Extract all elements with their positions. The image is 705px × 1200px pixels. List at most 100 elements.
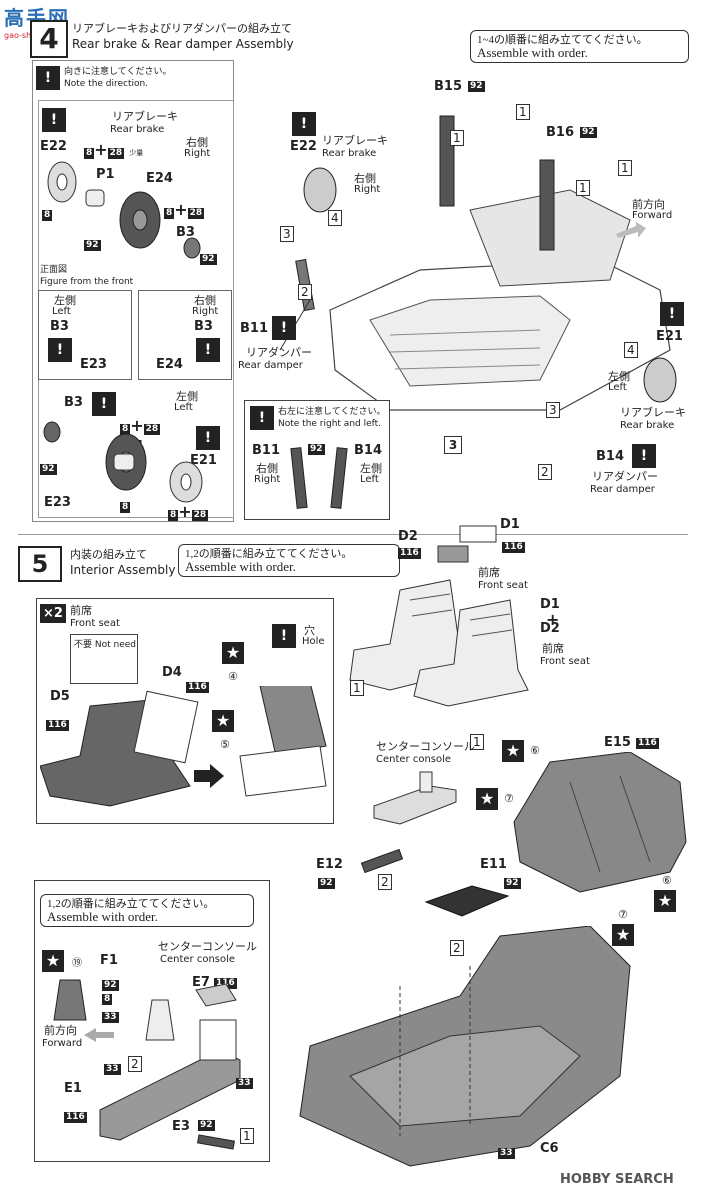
paint-92-b15: 92	[468, 81, 485, 92]
lr-note-jp: 右左に注意してください。	[278, 407, 386, 417]
paint-116-e15: 116	[636, 738, 659, 749]
paint-8-box: 8	[42, 210, 53, 221]
e12-part-drawing	[360, 848, 404, 874]
order5-jp: 1,2の順番に組み立ててください。	[185, 548, 353, 560]
step-1-front-seat-a: 1	[350, 680, 364, 696]
forward-arrow-icon	[616, 222, 646, 238]
part-e22: E22	[40, 139, 67, 154]
right-label-en: Right	[184, 148, 211, 159]
order-en: Assemble with order.	[477, 45, 588, 60]
paint-116-d2: 116	[398, 548, 421, 559]
front-seat-right-jp: 前席	[542, 642, 564, 655]
front-seat-en: Front seat	[70, 618, 120, 629]
step5-title-jp: 内装の組み立て	[70, 548, 147, 561]
rear-suspension-drawing	[279, 115, 677, 411]
left-main-jp: 左側	[608, 370, 630, 383]
paint-33-e1-a: 33	[104, 1064, 121, 1075]
hole-jp: 穴	[304, 624, 315, 637]
brake-label-en: Rear brake	[110, 124, 165, 135]
part-e23-bottom: E23	[44, 495, 71, 510]
forward-jp-5: 前方向	[44, 1024, 77, 1037]
paint-92-f1: 92	[102, 980, 119, 991]
console-order-callout: 1,2の順番に組み立ててください。 Assemble with order.	[40, 894, 254, 927]
step5-number: 5	[18, 546, 62, 582]
decal-5: ⑤	[220, 738, 230, 751]
damper-jp-right: リアダンパー	[246, 346, 312, 359]
left-lr-en: Left	[360, 474, 379, 485]
part-e21-main: E21	[656, 329, 683, 344]
paint-33-f1: 33	[102, 1012, 119, 1023]
paint-92-e11: 92	[504, 878, 521, 889]
step-2-left: 2	[538, 464, 552, 480]
glue-icon-e22-main: !	[292, 112, 316, 136]
forward-en-5: Forward	[42, 1038, 83, 1049]
part-e12: E12	[316, 857, 343, 872]
direction-en: Note the direction.	[64, 79, 149, 89]
step5-order-callout: 1,2の順番に組み立ててください。 Assemble with order.	[178, 544, 400, 577]
center-console-drawing	[373, 771, 457, 825]
front-view-en: Figure from the front	[40, 277, 134, 287]
part-b14-box: B14	[354, 443, 382, 458]
part-d1-right: D1	[540, 597, 560, 612]
part-d2-top: D2	[398, 529, 418, 544]
step-1-b15-a: 1	[450, 130, 464, 146]
left-main-en: Left	[608, 382, 627, 393]
paint-116-d5: 116	[46, 720, 69, 731]
decal-star-icon-e: ★	[654, 890, 676, 912]
order5b-en: Assemble with order.	[47, 909, 158, 924]
decal-6-b: ⑥	[662, 874, 672, 887]
glue-icon-b11: !	[272, 316, 296, 340]
decal-star-icon-d: ★	[476, 788, 498, 810]
forward-jp-4: 前方向	[632, 198, 665, 211]
section-divider	[18, 534, 688, 535]
brake-main-en: Rear brake	[322, 148, 377, 159]
right-main-en: Right	[354, 184, 381, 195]
step4-title-jp: リアブレーキおよびリアダンパーの組み立て	[72, 22, 292, 35]
paint-8-d: 8	[120, 502, 131, 513]
direction-jp: 向きに注意してください。	[64, 67, 172, 77]
paint-92-a: 92	[84, 240, 101, 251]
part-e11: E11	[480, 857, 507, 872]
hobby-search-watermark: HOBBY SEARCH	[560, 1172, 674, 1187]
not-need-label: 不要 Not need	[74, 640, 137, 650]
rear-seat-drawing	[513, 752, 687, 893]
order5b-jp: 1,2の順番に組み立ててください。	[47, 898, 215, 910]
part-e24-view: E24	[156, 357, 183, 372]
forward-en-4: Forward	[632, 210, 673, 221]
caution-icon-lr: !	[250, 406, 274, 430]
not-need-box	[70, 634, 138, 684]
front-seats-drawing	[349, 525, 529, 707]
brake-left-jp: リアブレーキ	[620, 406, 686, 419]
e3-part-drawing	[196, 1134, 236, 1150]
glue-icon-hole: !	[272, 624, 296, 648]
front-seat-jp: 前席	[70, 604, 92, 617]
part-b3-top: B3	[176, 225, 195, 240]
step-2-right: 2	[298, 284, 312, 300]
front-seat-drawing	[40, 686, 327, 807]
part-p1: P1	[96, 167, 115, 182]
left-label-en-a: Left	[52, 306, 71, 317]
front-seat-right-en: Front seat	[540, 656, 590, 667]
step-3-left: 3	[546, 402, 560, 418]
part-e3: E3	[172, 1119, 190, 1134]
paint-116-e7: 116	[214, 978, 237, 989]
right-label-jp-b: 右側	[194, 294, 216, 307]
glue-icon-b3-right: !	[196, 338, 220, 362]
decal-19: ⑲	[72, 958, 82, 969]
damper-pair-drawing	[290, 447, 348, 509]
paint-92-e3: 92	[198, 1120, 215, 1131]
decal-star-icon-a: ★	[222, 642, 244, 664]
step4-title-en: Rear brake & Rear damper Assembly	[72, 37, 294, 51]
part-b15: B15	[434, 79, 462, 94]
hole-en: Hole	[302, 636, 325, 647]
part-d5: D5	[50, 689, 70, 704]
part-e15: E15	[604, 735, 631, 750]
front-view-jp: 正面図	[40, 265, 68, 275]
part-b3-bottom: B3	[64, 395, 83, 410]
paint-92-c: 92	[40, 464, 57, 475]
subassembly-ref-3: 3	[444, 436, 462, 454]
paint-92-b: 92	[200, 254, 217, 265]
console-en-box: Center console	[160, 954, 236, 965]
damper-en-right: Rear damper	[238, 360, 303, 371]
console-assembly-drawing	[53, 979, 241, 1141]
